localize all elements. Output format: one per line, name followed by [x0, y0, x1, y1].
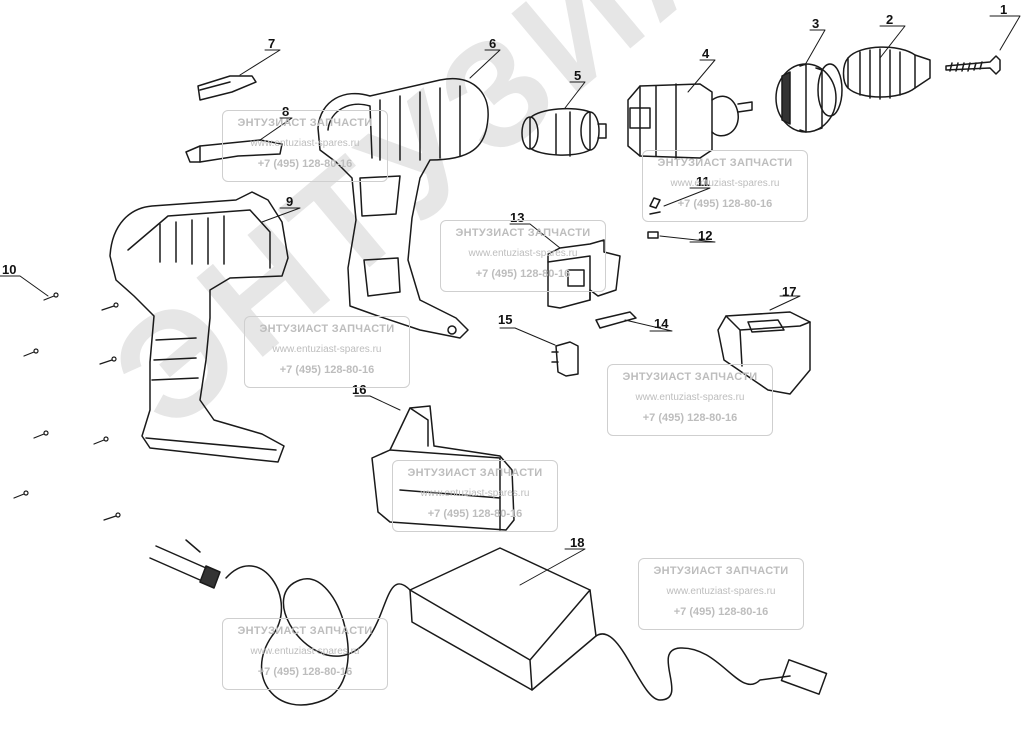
stamp-url: www.entuziast-spares.ru	[468, 248, 578, 259]
stamp-url: www.entuziast-spares.ru	[635, 392, 745, 403]
stamp-url: www.entuziast-spares.ru	[420, 488, 530, 499]
part-18-charger	[149, 539, 828, 706]
part-10-screws	[13, 292, 121, 521]
part-number-16: 16	[352, 382, 367, 397]
stamp-phone: +7 (495) 128-80-16	[677, 198, 773, 210]
watermark-stamp: ЭНТУЗИАСТ ЗАПЧАСТИ www.entuziast-spares.…	[642, 150, 808, 222]
part-number-5: 5	[574, 68, 582, 83]
watermark-stamp: ЭНТУЗИАСТ ЗАПЧАСТИ www.entuziast-spares.…	[244, 316, 410, 388]
stamp-phone: +7 (495) 128-80-16	[673, 606, 769, 618]
stamp-phone: +7 (495) 128-80-16	[257, 158, 353, 170]
stamp-phone: +7 (495) 128-80-16	[257, 666, 353, 678]
part-number-17: 17	[782, 284, 797, 299]
part-13-switch	[547, 239, 621, 309]
part-9-housing-half	[109, 191, 289, 463]
part-3-clutch-ring	[775, 63, 843, 133]
part-11-spring	[649, 197, 661, 215]
part-number-9: 9	[286, 194, 294, 209]
part-8-top-cover	[185, 139, 283, 163]
watermark-stamp: ЭНТУЗИАСТ ЗАПЧАСТИ www.entuziast-spares.…	[638, 558, 804, 630]
stamp-phone: +7 (495) 128-80-16	[279, 364, 375, 376]
part-number-12: 12	[698, 228, 713, 243]
stamp-url: www.entuziast-spares.ru	[272, 344, 382, 355]
stamp-url: www.entuziast-spares.ru	[666, 586, 776, 597]
stamp-title: ЭНТУЗИАСТ ЗАПЧАСТИ	[407, 467, 543, 479]
stamp-phone: +7 (495) 128-80-16	[427, 508, 523, 520]
watermark-stamp: ЭНТУЗИАСТ ЗАПЧАСТИ www.entuziast-spares.…	[392, 460, 558, 532]
part-2-chuck	[842, 46, 931, 100]
part-4-gearbox	[627, 83, 753, 159]
part-number-10: 10	[2, 262, 17, 277]
part-number-18: 18	[570, 535, 585, 550]
part-number-2: 2	[886, 12, 894, 27]
stamp-phone: +7 (495) 128-80-16	[642, 412, 738, 424]
stamp-title: ЭНТУЗИАСТ ЗАПЧАСТИ	[237, 625, 373, 637]
stamp-title: ЭНТУЗИАСТ ЗАПЧАСТИ	[653, 565, 789, 577]
part-number-8: 8	[282, 104, 290, 119]
part-number-7: 7	[268, 36, 276, 51]
stamp-title: ЭНТУЗИАСТ ЗАПЧАСТИ	[259, 323, 395, 335]
part-number-1: 1	[1000, 2, 1008, 17]
leader-lines	[0, 15, 1021, 586]
stamp-title: ЭНТУЗИАСТ ЗАПЧАСТИ	[455, 227, 591, 239]
part-number-14: 14	[654, 316, 669, 331]
part-6-housing-half	[317, 78, 489, 339]
part-number-4: 4	[702, 46, 710, 61]
watermark-stamp: ЭНТУЗИАСТ ЗАПЧАСТИ www.entuziast-spares.…	[440, 220, 606, 292]
stamp-url: www.entuziast-spares.ru	[250, 138, 360, 149]
part-5-motor	[521, 107, 607, 157]
stamp-url: www.entuziast-spares.ru	[670, 178, 780, 189]
part-1-screw	[945, 55, 1001, 75]
watermark-stamp: ЭНТУЗИАСТ ЗАПЧАСТИ www.entuziast-spares.…	[222, 618, 388, 690]
stamp-phone: +7 (495) 128-80-16	[475, 268, 571, 280]
stamp-title: ЭНТУЗИАСТ ЗАПЧАСТИ	[657, 157, 793, 169]
stamp-title: ЭНТУЗИАСТ ЗАПЧАСТИ	[622, 371, 758, 383]
part-16-battery	[371, 405, 515, 531]
watermark-stamp: ЭНТУЗИАСТ ЗАПЧАСТИ www.entuziast-spares.…	[222, 110, 388, 182]
part-number-13: 13	[510, 210, 525, 225]
part-7-switch-cover	[197, 75, 257, 101]
part-number-3: 3	[812, 16, 820, 31]
stamp-title: ЭНТУЗИАСТ ЗАПЧАСТИ	[237, 117, 373, 129]
stamp-url: www.entuziast-spares.ru	[250, 646, 360, 657]
part-17-battery	[717, 311, 811, 395]
part-number-15: 15	[498, 312, 513, 327]
part-number-11: 11	[696, 174, 710, 189]
part-15-led-module	[551, 341, 579, 377]
part-number-6: 6	[489, 36, 497, 51]
watermark-stamp: ЭНТУЗИАСТ ЗАПЧАСТИ www.entuziast-spares.…	[607, 364, 773, 436]
part-12-pin	[647, 231, 659, 239]
part-14-reverse-lever	[595, 311, 637, 329]
